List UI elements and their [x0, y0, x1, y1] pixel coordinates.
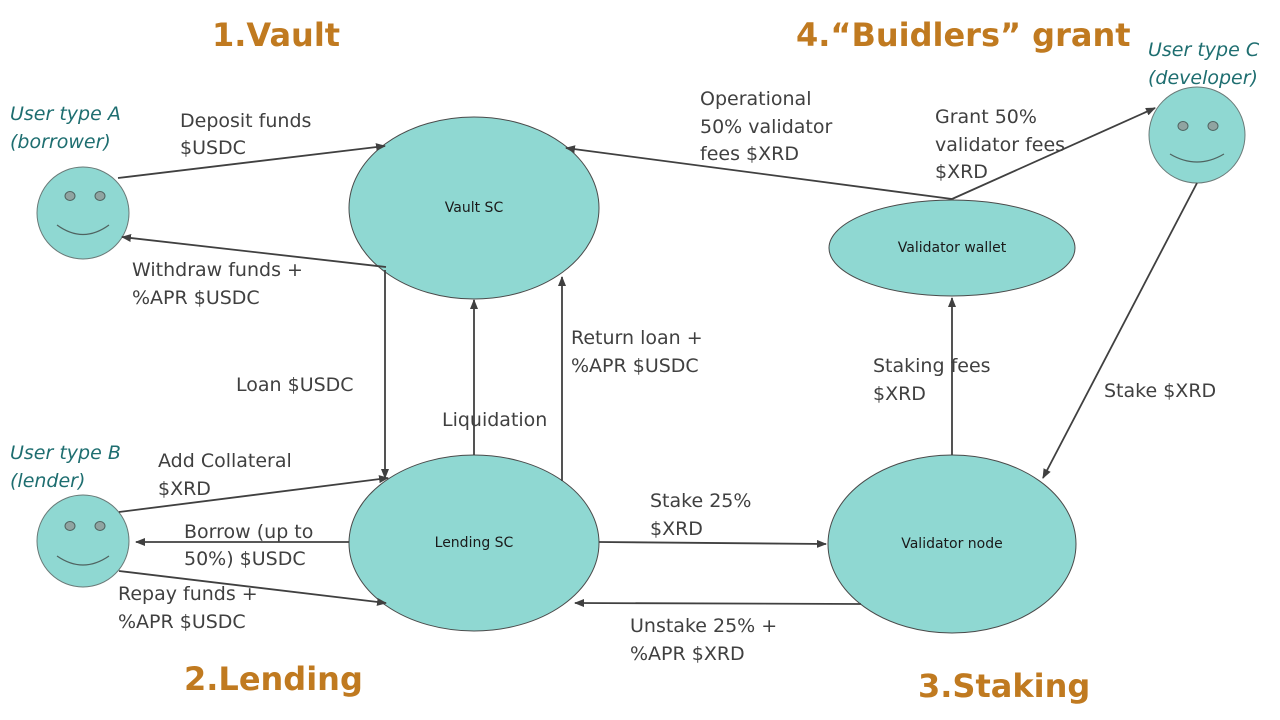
loan-label: Loan $USDC	[236, 374, 354, 396]
vault-sc-node: Vault SC	[348, 116, 600, 300]
withdraw-label: Withdraw funds + %APR $USDC	[132, 259, 309, 309]
section-title-staking: 3.Staking	[918, 667, 1090, 705]
add-collateral-arrow	[118, 475, 389, 513]
stake-xrd-label: Stake $XRD	[1104, 380, 1216, 402]
withdraw-arrow	[121, 234, 387, 268]
section-title-vault: 1.Vault	[212, 16, 340, 54]
svg-text:Validator wallet: Validator wallet	[898, 240, 1007, 256]
grant-arrow	[951, 107, 1156, 200]
liquidation-label: Liquidation	[442, 409, 547, 431]
svg-text:Lending SC: Lending SC	[435, 535, 514, 551]
section-title-lending: 2.Lending	[184, 660, 363, 698]
operational-fees-label: Operational 50% validator fees $XRD	[700, 88, 838, 165]
borrow-label: Borrow (up to 50%) $USDC	[184, 521, 319, 570]
grant-label: Grant 50% validator fees $XRD	[935, 106, 1071, 183]
deposit-arrow	[117, 143, 386, 179]
user-b-label: User type B (lender)	[10, 442, 127, 492]
add-collateral-label: Add Collateral $XRD	[158, 450, 298, 500]
return-loan-label: Return loan + %APR $USDC	[571, 327, 709, 377]
staking-fees-label: Staking fees $XRD	[873, 355, 997, 405]
unstake25-label: Unstake 25% + %APR $XRD	[630, 615, 783, 665]
stake25-label: Stake 25% $XRD	[650, 490, 758, 540]
deposit-label: Deposit funds $USDC	[180, 110, 317, 159]
svg-text:Validator node: Validator node	[901, 536, 1003, 552]
lending-sc-node: Lending SC	[348, 454, 600, 632]
repay-label: Repay funds + %APR $USDC	[118, 583, 264, 633]
repay-arrow	[118, 570, 387, 606]
stake25-arrow	[598, 539, 827, 548]
stake-xrd-arrow	[1042, 182, 1198, 479]
validator-wallet-node: Validator wallet	[828, 199, 1076, 297]
user-a-label: User type A (borrower)	[10, 103, 127, 153]
operational-fees-arrow	[565, 145, 953, 200]
smiley-icon-user-b	[36, 494, 130, 588]
validator-node: Validator node	[827, 454, 1077, 634]
smiley-icon-user-a	[36, 166, 130, 260]
svg-text:Vault SC: Vault SC	[445, 200, 504, 216]
user-c-label: User type C (developer)	[1148, 39, 1265, 89]
smiley-icon-user-c	[1148, 86, 1246, 184]
section-title-grant: 4.“Buidlers” grant	[796, 16, 1131, 54]
unstake25-arrow	[574, 599, 862, 608]
